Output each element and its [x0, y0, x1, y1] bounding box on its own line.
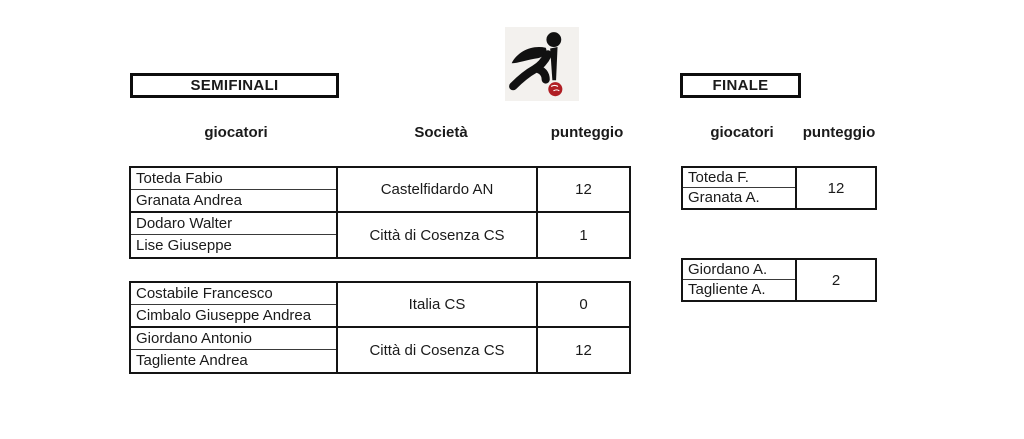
score-column: 12 1: [538, 168, 629, 257]
team-score: 12: [575, 341, 592, 359]
player-name: Lise Giuseppe: [136, 237, 232, 254]
club-name: Città di Cosenza CS: [369, 226, 505, 244]
player-name: Cimbalo Giuseppe Andrea: [131, 305, 336, 328]
team-score: 0: [538, 283, 629, 328]
team-score: 12: [538, 168, 629, 213]
player-name: Tagliente A.: [688, 281, 766, 298]
players-column: Toteda Fabio Granata Andrea Dodaro Walte…: [131, 168, 338, 257]
player-name: Costabile Francesco: [131, 283, 336, 305]
player-name: Granata Andrea: [131, 190, 336, 213]
semifinali-players-header: giocatori: [204, 124, 268, 141]
club-column: Castelfidardo AN Città di Cosenza CS: [338, 168, 538, 257]
club-name: Città di Cosenza CS: [369, 341, 505, 359]
player-name: Giordano Antonio: [131, 328, 336, 350]
finale-players-header: giocatori: [710, 124, 774, 141]
club-name: Italia CS: [338, 283, 536, 328]
semifinal-match-2-table: Costabile Francesco Cimbalo Giuseppe And…: [129, 281, 631, 374]
finale-score-header: punteggio: [802, 124, 876, 141]
semifinali-title-box: SEMIFINALI: [130, 73, 339, 98]
finale-title-box: FINALE: [680, 73, 801, 98]
semifinali-score-header: punteggio: [550, 124, 624, 141]
club-name: Castelfidardo AN: [338, 168, 536, 213]
finale-title: FINALE: [712, 77, 769, 94]
final-team-1-table: Toteda F. Granata A. 12: [681, 166, 877, 210]
players-column: Toteda F. Granata A.: [683, 168, 797, 208]
players-column: Giordano A. Tagliente A.: [683, 260, 797, 300]
semifinali-club-header: Società: [414, 124, 468, 141]
player-name: Toteda Fabio: [131, 168, 336, 190]
semifinali-title: SEMIFINALI: [190, 77, 279, 94]
bocce-player-icon: [505, 27, 579, 101]
player-name: Toteda F.: [683, 168, 795, 188]
player-name: Dodaro Walter: [131, 213, 336, 235]
player-name: Giordano A.: [683, 260, 795, 280]
semifinal-match-1-table: Toteda Fabio Granata Andrea Dodaro Walte…: [129, 166, 631, 259]
score-column: 0 12: [538, 283, 629, 372]
club-column: Italia CS Città di Cosenza CS: [338, 283, 538, 372]
players-column: Costabile Francesco Cimbalo Giuseppe And…: [131, 283, 338, 372]
final-team-2-table: Giordano A. Tagliente A. 2: [681, 258, 877, 302]
player-name: Tagliente Andrea: [136, 352, 248, 369]
player-name: Granata A.: [688, 189, 760, 206]
team-score: 1: [579, 226, 588, 244]
team-score: 12: [827, 179, 845, 197]
team-score: 2: [831, 271, 841, 289]
